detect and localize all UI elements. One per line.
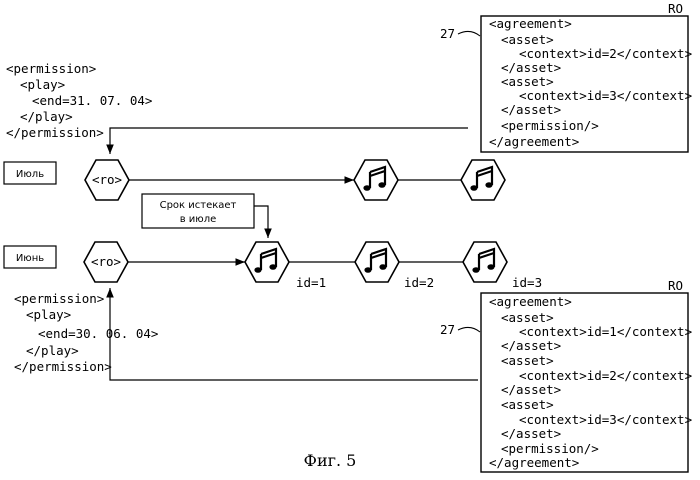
month-label-june: Июнь [4, 246, 56, 268]
arrow-note-to-content [254, 206, 268, 238]
svg-text:в июле: в июле [180, 214, 217, 225]
id-label: id=3 [512, 275, 542, 290]
svg-text:</asset>: </asset> [501, 102, 561, 117]
permission-line: <end=30. 06. 04> [38, 326, 158, 341]
music-note-hexagon-icon [461, 160, 505, 200]
svg-text:<asset>: <asset> [501, 32, 554, 47]
svg-text:<context>id=3</context>: <context>id=3</context> [519, 412, 692, 427]
svg-text:<asset>: <asset> [501, 74, 554, 89]
permission-line: <permission> [14, 291, 104, 306]
svg-text:<agreement>: <agreement> [489, 16, 572, 31]
svg-text:<ro>: <ro> [92, 172, 122, 187]
id-label: id=1 [296, 275, 326, 290]
svg-text:<permission/>: <permission/> [501, 441, 599, 456]
svg-text:</asset>: </asset> [501, 426, 561, 441]
ro-box-bottom: RO 27 <agreement> <asset> <context>id=1<… [440, 278, 692, 472]
permission-line: </play> [26, 343, 79, 358]
svg-text:<context>id=2</context>: <context>id=2</context> [519, 368, 692, 383]
permission-block-bottom: <permission> <play> <end=30. 06. 04> </p… [14, 291, 158, 374]
permission-line: </permission> [6, 125, 104, 140]
svg-text:Июнь: Июнь [16, 253, 44, 264]
svg-text:</asset>: </asset> [501, 338, 561, 353]
music-note-hexagon-icon [463, 242, 507, 282]
music-note-hexagon-icon [354, 160, 398, 200]
svg-text:<context>id=3</context>: <context>id=3</context> [519, 88, 692, 103]
svg-text:<asset>: <asset> [501, 310, 554, 325]
svg-text:</agreement>: </agreement> [489, 455, 579, 470]
ro-box-title: RO [668, 1, 683, 16]
arrow-ro-box-to-node-top [110, 128, 468, 154]
svg-text:<context>id=2</context>: <context>id=2</context> [519, 46, 692, 61]
svg-text:Июль: Июль [16, 169, 44, 180]
svg-text:</asset>: </asset> [501, 382, 561, 397]
arrow-ro-box-to-node-bottom [110, 288, 478, 380]
music-note-hexagon-icon [355, 242, 399, 282]
ro-node-top: <ro> [85, 160, 129, 200]
svg-text:</asset>: </asset> [501, 60, 561, 75]
month-label-july: Июль [4, 162, 56, 184]
svg-text:<permission/>: <permission/> [501, 118, 599, 133]
id-label: id=2 [404, 275, 434, 290]
reference-number: 27 [440, 26, 455, 41]
svg-text:Срок истекает: Срок истекает [160, 200, 237, 211]
ro-box-title: RO [668, 278, 683, 293]
figure-caption: Фиг. 5 [304, 451, 357, 470]
permission-line: </play> [20, 109, 73, 124]
music-note-hexagon-icon [245, 242, 289, 282]
permission-line: <play> [20, 77, 65, 92]
permission-line: <end=31. 07. 04> [32, 93, 152, 108]
svg-text:<agreement>: <agreement> [489, 294, 572, 309]
reference-number: 27 [440, 322, 455, 337]
permission-line: <play> [26, 307, 71, 322]
svg-text:<ro>: <ro> [91, 254, 121, 269]
svg-text:<asset>: <asset> [501, 397, 554, 412]
svg-text:<context>id=1</context>: <context>id=1</context> [519, 324, 692, 339]
ro-node-bottom: <ro> [84, 242, 128, 282]
svg-text:<asset>: <asset> [501, 353, 554, 368]
svg-text:</agreement>: </agreement> [489, 134, 579, 149]
expiry-note: Срок истекает в июле [142, 194, 254, 228]
ro-box-top: RO 27 <agreement> <asset> <context>id=2<… [440, 1, 692, 152]
permission-line: <permission> [6, 61, 96, 76]
permission-line: </permission> [14, 359, 112, 374]
